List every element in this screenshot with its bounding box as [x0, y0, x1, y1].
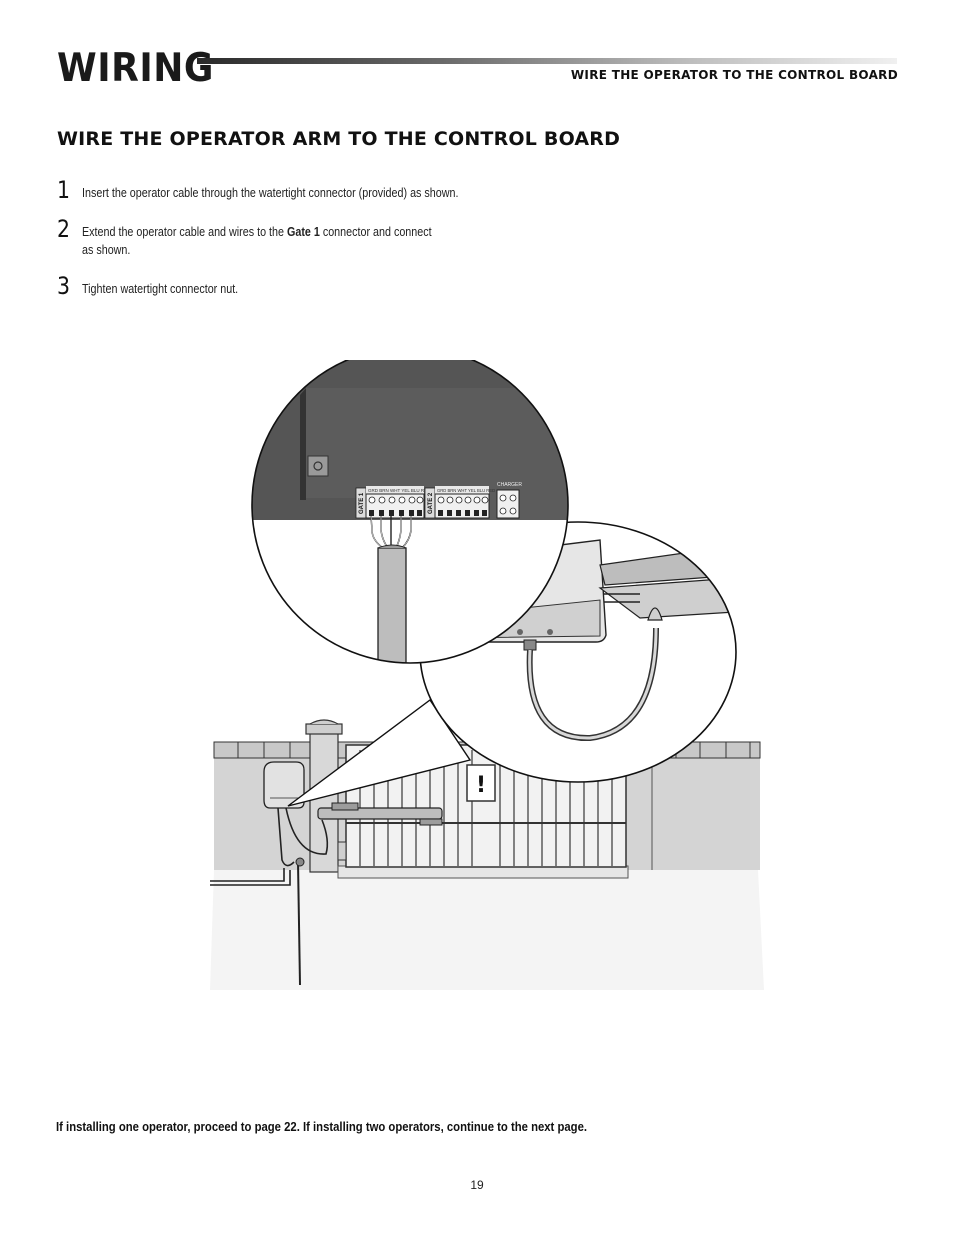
page-number: 19: [470, 1178, 484, 1192]
pillar: [305, 719, 343, 873]
step-text: Extend the operator cable and wires to t…: [82, 223, 432, 259]
subheading: WIRE THE OPERATOR ARM TO THE CONTROL BOA…: [57, 128, 621, 150]
step-text-part: Extend the operator cable and wires to t…: [82, 225, 287, 239]
board-detail-circle: GATE 1 GRD BRN WHT YEL BLU RED GATE 2 GR…: [251, 360, 569, 664]
step-text-part: connector and connect: [319, 225, 432, 239]
wiring-illustration: !: [210, 360, 764, 990]
cables: [210, 807, 329, 986]
gate2-label: GATE 2: [428, 492, 434, 514]
step-text-bold: Gate 1: [286, 225, 320, 239]
warning-mark: !: [476, 773, 486, 798]
callout-pointer: [287, 698, 472, 807]
step-number: 1: [57, 176, 70, 204]
footnote: If installing one operator, proceed to p…: [56, 1119, 588, 1134]
header-rule: [197, 58, 897, 64]
step-number: 2: [57, 215, 70, 243]
step-number: 3: [57, 272, 70, 300]
step-text-part: as shown.: [82, 243, 131, 257]
operator-arm: [317, 802, 443, 826]
gate1-label: GATE 1: [359, 492, 365, 514]
section-title: WIRING: [57, 46, 214, 92]
warning-sign: !: [466, 764, 496, 802]
step-text: Tighten watertight connector nut.: [82, 282, 239, 296]
gate1-terminal-labels: GRD BRN WHT YEL BLU RED: [368, 488, 431, 493]
charger-label: CHARGER: [497, 482, 522, 488]
running-head: WIRE THE OPERATOR TO THE CONTROL BOARD: [570, 68, 898, 82]
gate2-terminal-labels: GRD BRN WHT YEL BLU RED: [437, 488, 495, 493]
step-text: Insert the operator cable through the wa…: [82, 186, 459, 200]
ground: [210, 870, 764, 990]
